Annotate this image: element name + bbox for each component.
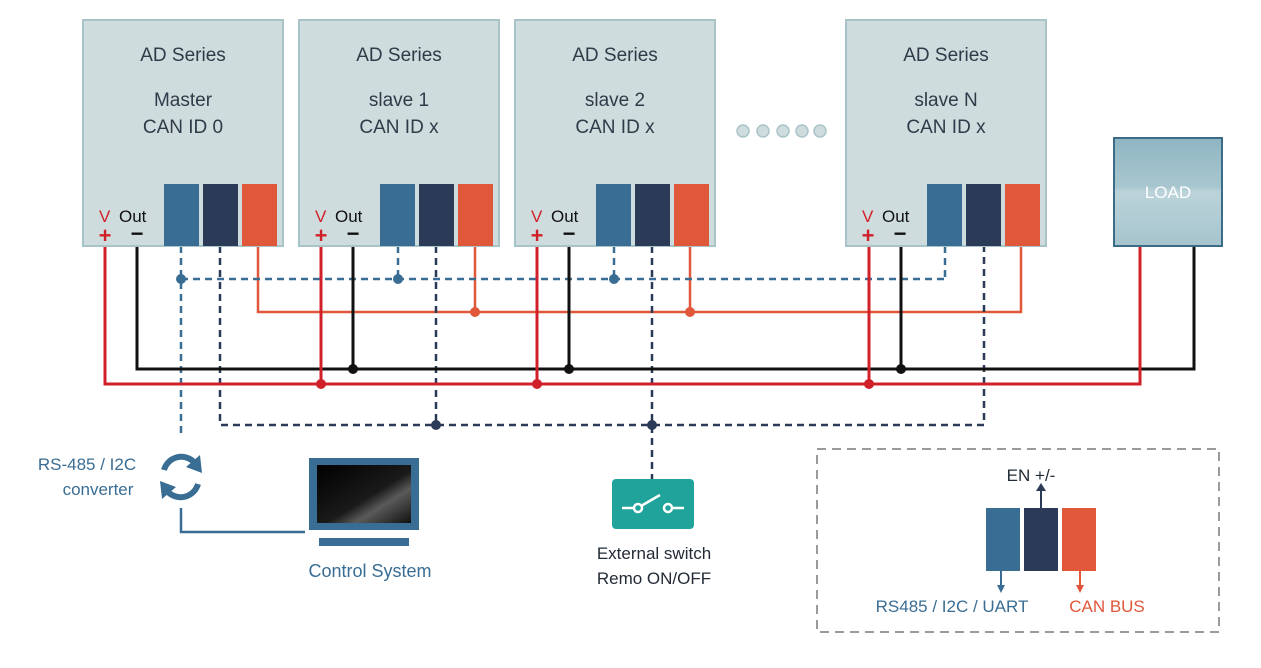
module-role: slave 2 xyxy=(585,90,645,111)
converter-label-line2: converter xyxy=(63,480,134,499)
module-master: AD Series Master CAN ID 0 V Out + − xyxy=(82,19,284,248)
negative-junction xyxy=(348,364,358,374)
positive-junctions xyxy=(316,379,874,389)
v-label: V xyxy=(99,207,111,226)
positive-junction xyxy=(864,379,874,389)
arrow-up-icon xyxy=(1036,483,1046,491)
can-port xyxy=(1005,184,1040,246)
can-port xyxy=(674,184,709,246)
module-slave-n: AD Series slave N CAN ID x V Out + − xyxy=(845,19,1047,248)
minus-sign: − xyxy=(131,221,144,246)
external-switch: External switch Remo ON/OFF xyxy=(597,479,711,588)
switch-label-line2: Remo ON/OFF xyxy=(597,569,711,588)
minus-sign: − xyxy=(563,221,576,246)
v-label: V xyxy=(862,207,874,226)
arrow-down-icon xyxy=(1076,585,1084,593)
load-box: LOAD xyxy=(1113,137,1223,247)
module-can-id: CAN ID x xyxy=(575,117,655,138)
module-series: AD Series xyxy=(356,45,442,66)
enable-junction xyxy=(431,420,441,430)
converter-to-control-wire xyxy=(179,508,305,534)
can-port xyxy=(458,184,493,246)
v-label: V xyxy=(531,207,543,226)
monitor-icon xyxy=(309,458,419,546)
rs485-port xyxy=(927,184,962,246)
enable-port xyxy=(419,184,454,246)
out-label: Out xyxy=(119,207,147,226)
control-system-label: Control System xyxy=(308,561,431,581)
rs485-port xyxy=(380,184,415,246)
module-series: AD Series xyxy=(572,45,658,66)
more-modules-ellipsis xyxy=(736,124,827,138)
can-junction xyxy=(470,307,480,317)
enable-port xyxy=(966,184,1001,246)
negative-junctions xyxy=(348,364,906,374)
can-port xyxy=(242,184,277,246)
legend-enable-port xyxy=(1024,508,1058,571)
can-junction xyxy=(685,307,695,317)
module-role: slave N xyxy=(914,90,977,111)
converter: RS-485 / I2C converter xyxy=(38,453,202,501)
plus-sign: + xyxy=(99,223,112,248)
refresh-cycle-icon xyxy=(160,453,202,501)
rs485-port xyxy=(596,184,631,246)
rs485-junction xyxy=(393,274,403,284)
negative-junction xyxy=(896,364,906,374)
switch-label-line1: External switch xyxy=(597,544,711,563)
module-can-id: CAN ID 0 xyxy=(143,117,223,138)
module-can-id: CAN ID x xyxy=(906,117,986,138)
out-label: Out xyxy=(551,207,579,226)
positive-junction xyxy=(532,379,542,389)
module-series: AD Series xyxy=(140,45,226,66)
module-can-id: CAN ID x xyxy=(359,117,439,138)
out-label: Out xyxy=(335,207,363,226)
legend-rs485-label: RS485 / I2C / UART xyxy=(876,597,1029,616)
minus-sign: − xyxy=(894,221,907,246)
module-role: slave 1 xyxy=(369,90,429,111)
v-label: V xyxy=(315,207,327,226)
plus-sign: + xyxy=(862,223,875,248)
rs485-junctions xyxy=(176,274,619,284)
can-bus-junctions xyxy=(470,307,695,317)
module-slave-1: AD Series slave 1 CAN ID x V Out + − xyxy=(298,19,500,248)
legend-rs485-port xyxy=(986,508,1020,571)
rs485-bus-wires xyxy=(179,246,947,436)
load-label: LOAD xyxy=(1145,183,1191,202)
port-legend: EN +/- RS485 / I2C / UART CAN BUS xyxy=(816,448,1220,633)
minus-sign: − xyxy=(347,221,360,246)
plus-sign: + xyxy=(315,223,328,248)
enable-junction xyxy=(647,420,657,430)
converter-label-line1: RS-485 / I2C xyxy=(38,455,136,474)
switch-icon xyxy=(612,479,694,529)
negative-output-wires xyxy=(135,246,1196,371)
module-role: Master xyxy=(154,90,213,111)
enable-port xyxy=(203,184,238,246)
positive-output-wires xyxy=(103,246,1142,386)
module-slave-2: AD Series slave 2 CAN ID x V Out + − xyxy=(514,19,716,248)
legend-can-label: CAN BUS xyxy=(1069,597,1145,616)
rs485-junction xyxy=(176,274,186,284)
rs485-port xyxy=(164,184,199,246)
control-system: Control System xyxy=(308,458,432,581)
rs485-junction xyxy=(609,274,619,284)
out-label: Out xyxy=(882,207,910,226)
enable-junctions xyxy=(431,420,657,430)
arrow-down-icon xyxy=(997,585,1005,593)
legend-en-label: EN +/- xyxy=(1007,466,1056,485)
negative-junction xyxy=(564,364,574,374)
plus-sign: + xyxy=(531,223,544,248)
enable-bus-wires xyxy=(218,246,986,480)
legend-can-port xyxy=(1062,508,1096,571)
enable-port xyxy=(635,184,670,246)
module-series: AD Series xyxy=(903,45,989,66)
wiring xyxy=(103,246,1196,534)
positive-junction xyxy=(316,379,326,389)
